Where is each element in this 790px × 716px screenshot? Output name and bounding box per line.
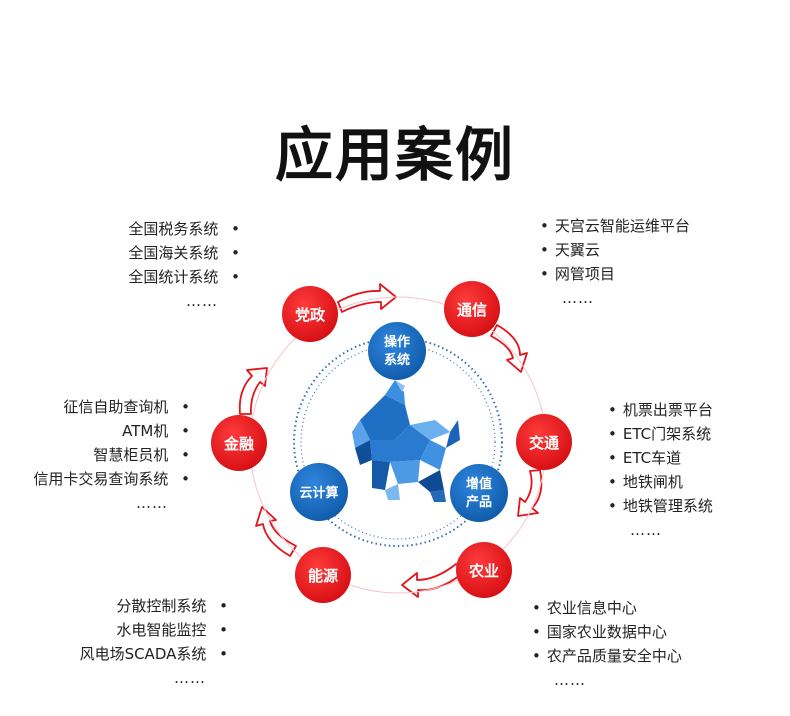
arrow-icon — [517, 469, 543, 517]
node-label: 党政 — [295, 306, 326, 324]
arrow-icon — [255, 506, 297, 557]
node-label: 农业 — [468, 562, 499, 580]
arrow-icon — [337, 283, 397, 313]
list-item: ATM机 — [33, 419, 190, 443]
list-item: 智慧柜员机 — [33, 443, 190, 467]
os-label-line2: 系统 — [384, 352, 410, 368]
list-item: 全国统计系统 — [128, 265, 240, 289]
list-item: 地铁管理系统 — [608, 494, 713, 518]
node-label: 交通 — [529, 434, 559, 452]
node-jinrong[interactable]: 金融 — [211, 415, 267, 471]
list-item: ETC门架系统 — [608, 422, 713, 446]
list-item: 征信自助查询机 — [33, 395, 190, 419]
list-item: 全国海关系统 — [128, 241, 240, 265]
list-item: 机票出票平台 — [608, 398, 713, 422]
vas-label-line2: 产品 — [466, 494, 492, 510]
list-item: 网管项目 — [540, 262, 690, 286]
list-ellipsis: …… — [562, 289, 594, 307]
list-item: 风电场SCADA系统 — [80, 642, 228, 666]
node-label: 金融 — [223, 435, 254, 453]
list-item: 分散控制系统 — [80, 594, 228, 618]
list-dangzheng: 全国税务系统 全国海关系统 全国统计系统 …… — [128, 217, 240, 313]
list-item: 水电智能监控 — [80, 618, 228, 642]
list-item: 天宫云智能运维平台 — [540, 214, 690, 238]
list-item: 全国税务系统 — [128, 217, 240, 241]
list-ellipsis: …… — [136, 494, 168, 512]
list-ellipsis: …… — [174, 669, 206, 687]
os-label-line1: 操作 — [384, 334, 410, 350]
list-jinrong: 征信自助查询机 ATM机 智慧柜员机 信用卡交易查询系统 …… — [33, 395, 190, 515]
list-nongye: 农业信息中心 国家农业数据中心 农产品质量安全中心 …… — [532, 596, 682, 692]
list-item: ETC车道 — [608, 446, 713, 470]
node-jiaotong[interactable]: 交通 — [516, 414, 572, 470]
list-nengyuan: 分散控制系统 水电智能监控 风电场SCADA系统 …… — [80, 594, 228, 690]
list-item: 农产品质量安全中心 — [532, 644, 682, 668]
list-tongxin: 天宫云智能运维平台 天翼云 网管项目 …… — [540, 214, 690, 310]
inner-node-cloud[interactable]: 云计算 — [290, 463, 348, 521]
cloud-label: 云计算 — [299, 485, 338, 501]
inner-dotted-ring — [293, 337, 503, 547]
inner-node-vas[interactable]: 增值 产品 — [450, 464, 508, 522]
list-ellipsis: …… — [186, 292, 218, 310]
node-dangzheng[interactable]: 党政 — [282, 286, 338, 342]
list-ellipsis: …… — [554, 671, 586, 689]
node-tongxin[interactable]: 通信 — [444, 281, 500, 337]
list-item: 农业信息中心 — [532, 596, 682, 620]
arrow-icon — [490, 324, 528, 373]
list-item: 地铁闸机 — [608, 470, 713, 494]
list-item: 国家农业数据中心 — [532, 620, 682, 644]
list-jiaotong: 机票出票平台 ETC门架系统 ETC车道 地铁闸机 地铁管理系统 …… — [608, 398, 713, 542]
arrow-icon — [238, 367, 268, 415]
node-label: 通信 — [457, 301, 487, 319]
page-title: 应用案例 — [274, 121, 515, 189]
node-label: 能源 — [308, 567, 338, 585]
cycle-arrows — [238, 283, 543, 598]
inner-node-os[interactable]: 操作 系统 — [368, 322, 426, 380]
list-ellipsis: …… — [630, 521, 662, 539]
bull-logo-icon — [352, 380, 460, 502]
node-nongye[interactable]: 农业 — [456, 542, 512, 598]
list-item: 信用卡交易查询系统 — [33, 467, 190, 491]
node-nengyuan[interactable]: 能源 — [295, 547, 351, 603]
list-item: 天翼云 — [540, 238, 690, 262]
vas-label-line1: 增值 — [466, 476, 492, 492]
arrow-icon — [401, 563, 465, 598]
